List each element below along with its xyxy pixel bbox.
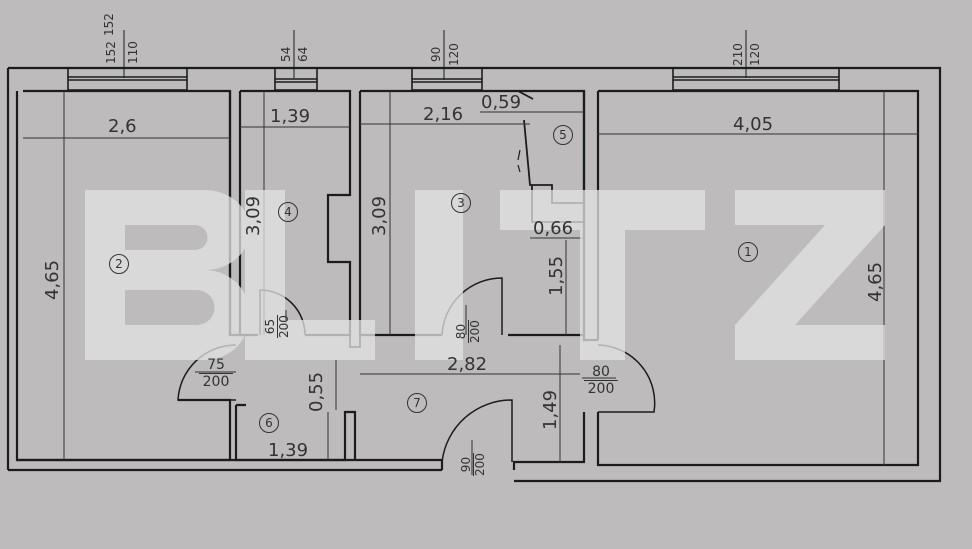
room-5-width: 0,59	[481, 92, 522, 113]
window-room2	[67, 67, 188, 91]
door-room4-width: 65	[263, 315, 278, 338]
room-6-width: 1,39	[268, 440, 309, 461]
window-room1-height: 120	[748, 43, 762, 66]
window-room3-height: 120	[447, 43, 461, 66]
window-room1-width: 210	[731, 43, 745, 66]
room-1-length: 4,65	[865, 261, 886, 302]
door-room2-width: 75	[199, 357, 233, 374]
room-number-4: 4	[278, 202, 298, 222]
door-room3-label: 80 200	[454, 320, 482, 343]
door-room2-height: 200	[202, 374, 230, 390]
room-number-3: 3	[451, 193, 471, 213]
door-room1-width: 80	[584, 364, 618, 381]
room-5-length: 1,55	[546, 255, 567, 296]
window-room2-width: 152	[104, 41, 118, 64]
window-room1	[672, 67, 840, 91]
room-1-width: 4,05	[733, 114, 774, 135]
door-room4-height: 200	[277, 315, 291, 338]
door-room4-label: 65 200	[263, 315, 291, 338]
door-entrance-height: 200	[473, 453, 487, 476]
room-2-length: 4,65	[42, 259, 63, 300]
room-4-width: 1,39	[270, 106, 311, 127]
room-5-extra: 0,66	[533, 218, 574, 239]
door-swing-entrance	[441, 399, 513, 463]
door-room1-height: 200	[587, 381, 615, 397]
door-entrance-label: 90 200	[459, 453, 487, 476]
window-width: 152	[102, 13, 116, 36]
room-3-length: 3,09	[369, 195, 390, 236]
window-room4-width: 54	[279, 46, 293, 62]
window-room4-height: 64	[296, 46, 310, 62]
door-room3-width: 80	[454, 320, 469, 343]
window-room2-height: 110	[126, 41, 140, 64]
room-number-2: 2	[109, 254, 129, 274]
window-room3-width: 90	[429, 46, 443, 62]
room-number-1: 1	[738, 242, 758, 262]
room-number-6: 6	[259, 413, 279, 433]
room-4-length: 3,09	[243, 195, 264, 236]
room-number-5: 5	[553, 125, 573, 145]
window-room2-label: 152	[102, 13, 116, 36]
door-room2-label: 75 200	[199, 357, 233, 390]
room-number-7: 7	[407, 393, 427, 413]
room-6-length: 0,55	[306, 371, 327, 412]
door-room1-label: 80 200	[584, 364, 618, 397]
room-2-width: 2,6	[108, 116, 137, 137]
room-3-width: 2,16	[423, 104, 464, 125]
room-7-length: 1,49	[540, 389, 561, 430]
door-room3-height: 200	[468, 320, 482, 343]
room-6-walls	[234, 403, 357, 462]
door-entrance-width: 90	[459, 453, 474, 476]
room-7-width: 2,82	[447, 354, 488, 375]
